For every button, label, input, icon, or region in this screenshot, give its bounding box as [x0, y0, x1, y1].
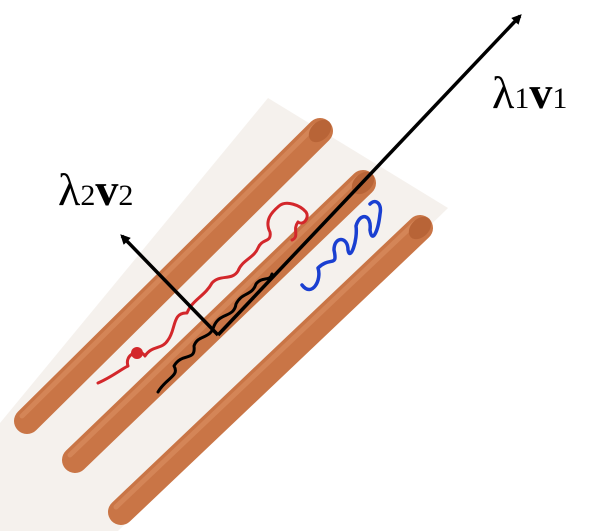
lambda1-subscript: 1: [514, 82, 529, 115]
lambda2-subscript: 2: [80, 179, 95, 212]
red-chain-bead: [131, 347, 143, 359]
v1-symbol: v: [529, 67, 552, 118]
lambda1-symbol: λ: [492, 67, 515, 118]
label-lambda2-v2: λ2v2: [58, 164, 133, 215]
v2-symbol: v: [95, 164, 118, 215]
v1-subscript: 1: [552, 82, 567, 115]
label-lambda1-v1: λ1v1: [492, 67, 567, 118]
lambda2-symbol: λ: [58, 164, 81, 215]
v2-subscript: 2: [118, 179, 133, 212]
